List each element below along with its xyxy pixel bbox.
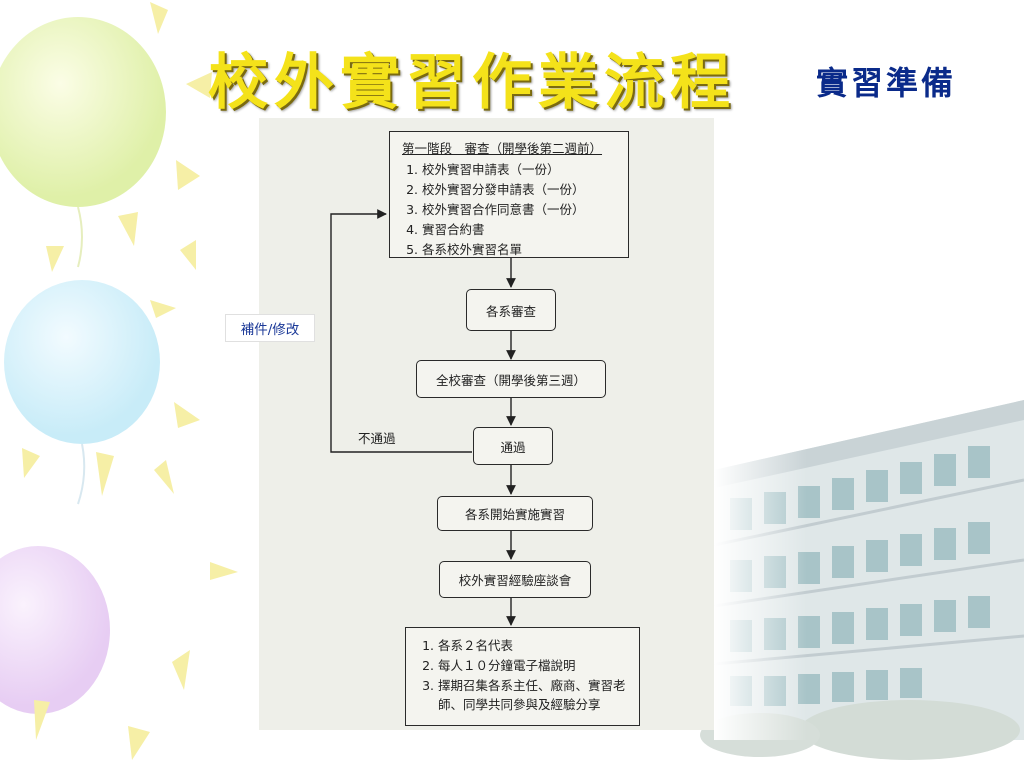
dept-review-box: 各系審查 <box>466 289 556 331</box>
arrow-fail-loop <box>330 209 472 453</box>
stage1-heading: 第一階段 審查（開學後第二週前） <box>402 141 603 156</box>
start-internship-box: 各系開始實施實習 <box>437 496 593 531</box>
final-box: 各系２名代表 每人１０分鐘電子檔說明 擇期召集各系主任、廠商、實習老師、同學共同… <box>405 627 640 726</box>
fail-label: 不通過 <box>358 431 396 446</box>
slide-title: 校外實習作業流程 <box>208 48 736 118</box>
stage1-item: 校外實習分發申請表（一份） <box>422 180 616 200</box>
blue-balloon <box>4 280 160 444</box>
slide-subtitle: 實習準備 <box>816 64 957 102</box>
green-balloon <box>0 17 166 207</box>
final-item: 擇期召集各系主任、廠商、實習老師、同學共同參與及經驗分享 <box>438 676 627 714</box>
final-item: 各系２名代表 <box>438 636 627 656</box>
purple-balloon <box>0 546 110 714</box>
final-item: 每人１０分鐘電子檔說明 <box>438 656 627 676</box>
stage1-item: 校外實習合作同意書（一份） <box>422 200 616 220</box>
pass-box: 通過 <box>473 427 553 465</box>
stage1-item: 實習合約書 <box>422 220 616 240</box>
school-review-box: 全校審查（開學後第三週） <box>416 360 606 398</box>
revise-label: 補件/修改 <box>225 314 315 342</box>
stage1-item: 校外實習申請表（一份） <box>422 160 616 180</box>
building-image <box>700 400 1024 760</box>
stage1-item: 各系校外實習名單 <box>422 240 616 260</box>
seminar-box: 校外實習經驗座談會 <box>439 561 591 598</box>
stage1-box: 第一階段 審查（開學後第二週前） 校外實習申請表（一份） 校外實習分發申請表（一… <box>389 131 629 258</box>
